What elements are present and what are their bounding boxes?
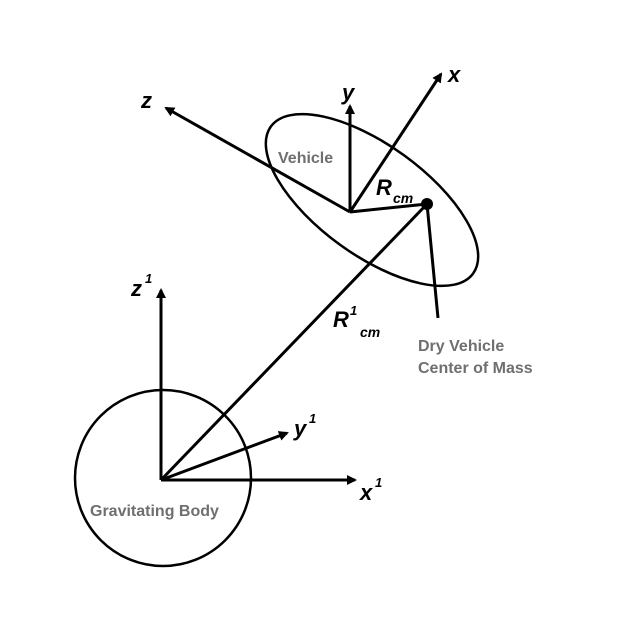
r-cm-vector: [349, 202, 428, 214]
gravitating-body-circle: [73, 388, 253, 568]
r1-cm-vector: [159, 202, 429, 482]
svg-text:x: x: [359, 480, 373, 505]
vehicle-x-axis: [348, 72, 443, 213]
svg-text:y: y: [293, 416, 308, 441]
svg-text:R: R: [333, 307, 349, 332]
svg-text:1: 1: [309, 411, 316, 426]
vehicle-z-label: z: [140, 88, 152, 113]
svg-text:cm: cm: [393, 190, 413, 206]
dry-cm-label-line2: Center of Mass: [418, 360, 533, 377]
dry-cm-leader-line: [425, 203, 440, 319]
svg-text:1: 1: [375, 475, 382, 490]
inertial-x-label: x 1: [359, 475, 382, 505]
svg-text:z: z: [130, 276, 142, 301]
inertial-y-axis: [160, 431, 289, 482]
svg-text:cm: cm: [360, 324, 380, 340]
r1-cm-label: R 1 cm: [333, 303, 380, 340]
vehicle-ellipse: [264, 112, 480, 288]
svg-text:R: R: [376, 175, 392, 200]
vehicle-label: Vehicle: [278, 150, 333, 167]
svg-text:1: 1: [350, 303, 357, 318]
r-cm-label: R cm: [376, 175, 413, 206]
inertial-y-label: y 1: [293, 411, 316, 441]
vehicle-z-axis: [164, 106, 351, 214]
gravitating-body-label: Gravitating Body: [90, 503, 219, 520]
inertial-z-label: z 1: [130, 271, 152, 301]
vehicle-y-label: y: [341, 80, 356, 105]
svg-text:1: 1: [145, 271, 152, 286]
vehicle-x-label: x: [447, 62, 461, 87]
dry-cm-label-line1: Dry Vehicle: [418, 338, 504, 355]
